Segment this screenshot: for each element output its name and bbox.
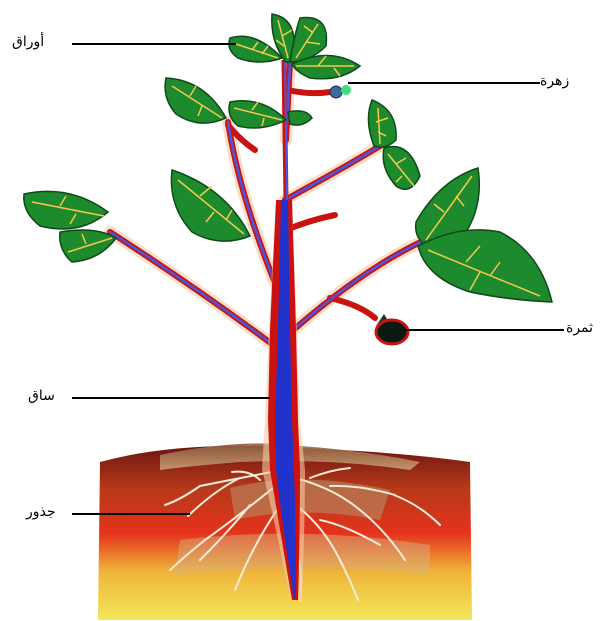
leaf-upper-left	[165, 78, 226, 123]
leaf-upper-center	[229, 101, 286, 128]
label-roots: جذور	[26, 504, 56, 520]
leaf-far-left-upper	[24, 191, 108, 229]
label-stem: ساق	[28, 388, 55, 404]
leaf-right-upper	[368, 100, 396, 147]
label-fruit: ثمرة	[566, 320, 593, 336]
label-leaves: أوراق	[12, 34, 44, 50]
fruit	[376, 314, 408, 344]
leaf-large-right-lower	[418, 230, 552, 302]
leaf-far-left-lower	[60, 230, 116, 262]
leaf-right-lower	[383, 147, 420, 190]
flower	[330, 85, 351, 98]
leaf-small-center	[288, 111, 312, 125]
label-flower: زهرة	[540, 73, 569, 89]
